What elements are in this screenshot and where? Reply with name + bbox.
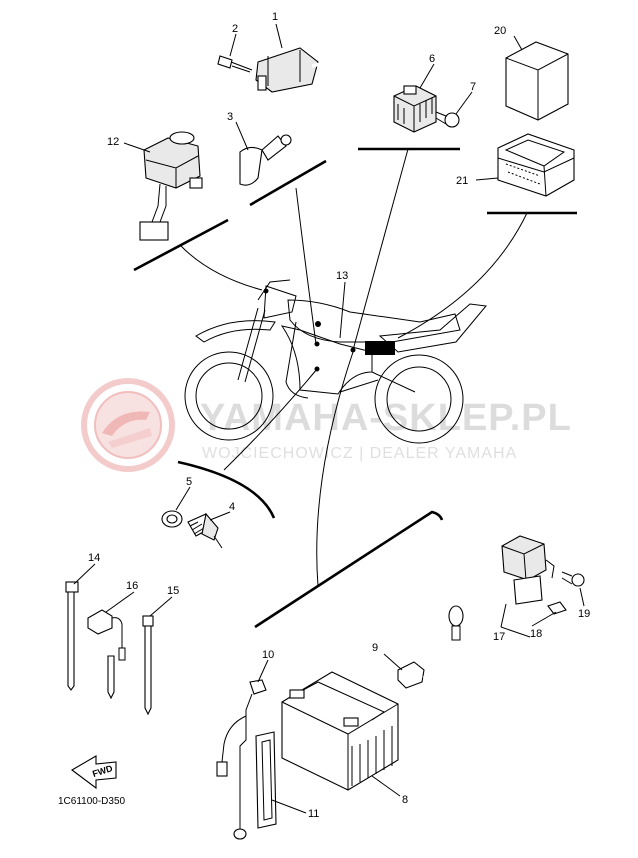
callout-9: 9 — [372, 642, 378, 654]
callout-10: 10 — [262, 649, 274, 661]
callout-8: 8 — [402, 794, 408, 806]
callout-6: 6 — [429, 53, 435, 65]
callout-1: 1 — [272, 11, 278, 23]
relay-bolt[interactable] — [561, 571, 585, 587]
callout-16: 16 — [126, 580, 138, 592]
callout-14: 14 — [88, 552, 100, 564]
callout-numbers: 1 2 3 4 5 6 7 8 9 10 11 12 13 14 15 16 1… — [88, 11, 590, 820]
spark-plug-cap[interactable] — [239, 134, 292, 186]
neutral-switch-gasket[interactable] — [161, 510, 183, 528]
battery-wire-lead[interactable] — [216, 679, 267, 840]
callout-3: 3 — [227, 111, 233, 123]
callout-4: 4 — [229, 501, 235, 513]
cdi-unit[interactable] — [505, 41, 569, 121]
coil-screw[interactable] — [217, 55, 253, 73]
callout-20: 20 — [494, 25, 506, 37]
ignition-coil[interactable] — [255, 46, 374, 134]
watermark-main-text: YAMAHA-SKLEP.PL — [200, 397, 572, 439]
neutral-switch[interactable] — [187, 512, 223, 549]
callout-5: 5 — [186, 476, 192, 488]
callout-18: 18 — [530, 628, 542, 640]
watermark-logo — [81, 378, 175, 472]
cable-tie-short[interactable] — [142, 615, 154, 716]
callout-17: 17 — [493, 631, 505, 643]
callout-12: 12 — [107, 136, 119, 148]
cdi-holder[interactable] — [497, 133, 575, 197]
callout-21: 21 — [456, 175, 468, 187]
callout-2: 2 — [232, 23, 238, 35]
watermark-sub-text: WOJCIECHOWICZ | DEALER YAMAHA — [202, 445, 517, 462]
bike-ecu-marker — [365, 341, 395, 355]
callout-11: 11 — [308, 808, 319, 820]
starter-relay[interactable] — [501, 535, 555, 605]
callout-19: 19 — [578, 608, 590, 620]
battery-band[interactable] — [255, 731, 277, 829]
battery[interactable] — [281, 671, 399, 791]
fwd-direction-arrow: FWD — [71, 755, 117, 790]
callout-7: 7 — [470, 81, 476, 93]
front-stop-switch-assembly[interactable] — [139, 131, 203, 241]
relay-fuse[interactable] — [547, 601, 567, 615]
rectifier-regulator[interactable] — [393, 85, 437, 133]
callout-13: 13 — [336, 270, 348, 282]
watermark: YAMAHA-SKLEP.PL WOJCIECHOWICZ | DEALER Y… — [81, 378, 572, 472]
callout-leaders — [73, 23, 585, 814]
diagram-code: 1C61100-D350 — [58, 796, 126, 807]
battery-lead-cover[interactable] — [397, 605, 464, 723]
bracket-lines — [133, 147, 577, 638]
callout-15: 15 — [167, 585, 179, 597]
cable-tie-long[interactable] — [65, 581, 79, 691]
connector-lead[interactable] — [87, 609, 126, 700]
regulator-bolt[interactable] — [435, 111, 460, 128]
